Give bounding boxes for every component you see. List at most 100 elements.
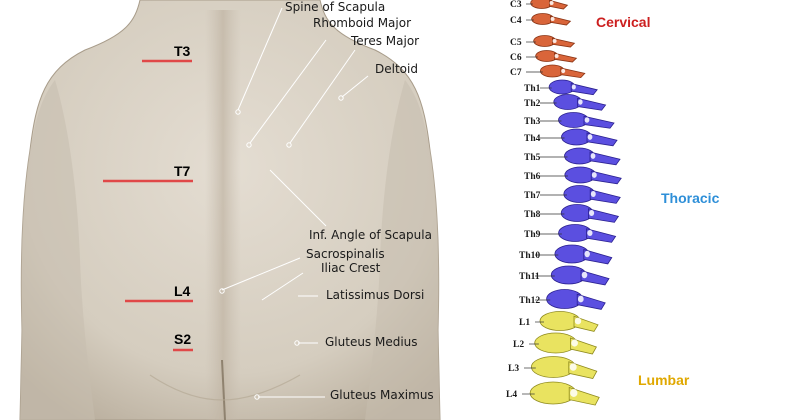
vertebra-l2 bbox=[534, 332, 597, 355]
vertebra-spinous-process bbox=[589, 151, 621, 166]
vertebra-foramen bbox=[587, 229, 593, 237]
vertebra-label-th6: Th6 bbox=[524, 172, 541, 182]
vertebra-foramen bbox=[574, 317, 582, 325]
vertebra-foramen bbox=[590, 153, 596, 159]
label-spine-of-scapula: Spine of Scapula bbox=[285, 0, 385, 14]
level-label-l4: L4 bbox=[174, 283, 191, 299]
vertebra-foramen bbox=[561, 68, 566, 74]
vertebra-c3 bbox=[530, 0, 569, 10]
vertebra-label-c6: C6 bbox=[510, 53, 522, 63]
vertebra-l3 bbox=[531, 356, 598, 380]
vertebra-spinous-process bbox=[550, 15, 572, 26]
vertebra-foramen bbox=[584, 117, 590, 123]
left-arm-shade bbox=[20, 80, 95, 420]
gluteal-fold bbox=[149, 374, 301, 401]
label-latissimus-dorsi: Latissimus Dorsi bbox=[326, 288, 424, 302]
vertebra-spinous-process bbox=[570, 82, 598, 96]
vertebra-foramen bbox=[578, 99, 583, 105]
vertebra-spinous-process bbox=[586, 228, 617, 243]
vertebra-c7 bbox=[540, 64, 586, 79]
vertebra-spinous-process bbox=[549, 0, 569, 10]
vertebra-label-c5: C5 bbox=[510, 38, 522, 48]
vertebra-foramen bbox=[577, 295, 584, 303]
vertebra-spinous-process bbox=[590, 170, 622, 185]
vertebra-th6 bbox=[564, 166, 622, 185]
label-gluteus-medius: Gluteus Medius bbox=[325, 335, 418, 349]
spinal-groove bbox=[205, 10, 241, 420]
spine-bones bbox=[529, 0, 622, 406]
vertebra-spinous-process bbox=[580, 269, 610, 286]
vertebra-label-th3: Th3 bbox=[524, 117, 541, 127]
level-label-t7: T7 bbox=[174, 163, 191, 179]
vertebra-spinous-process bbox=[589, 189, 621, 204]
vertebra-foramen bbox=[589, 209, 595, 217]
vertebra-spinous-process bbox=[577, 97, 607, 111]
leader-lines bbox=[221, 7, 369, 398]
label-sacrospinalis: Sacrospinalis bbox=[306, 247, 385, 261]
vertebra-c4 bbox=[531, 13, 572, 26]
label-rhomboid-major: Rhomboid Major bbox=[313, 16, 411, 30]
vertebra-th5 bbox=[564, 147, 621, 166]
vertebra-label-c7: C7 bbox=[510, 68, 522, 78]
region-label-cervical: Cervical bbox=[596, 14, 650, 30]
vertebra-spinous-process bbox=[583, 248, 613, 265]
vertebra-foramen bbox=[590, 190, 596, 198]
vertebra-th12 bbox=[546, 289, 606, 310]
vertebra-th9 bbox=[558, 224, 617, 243]
vertebra-label-c3: C3 bbox=[510, 0, 522, 10]
vertebra-l4 bbox=[529, 381, 600, 406]
level-markers: T3 T7 L4 S2 bbox=[103, 43, 193, 352]
vertebra-th3 bbox=[558, 112, 615, 129]
vertebra-foramen bbox=[549, 1, 554, 5]
vertebra-th8 bbox=[560, 204, 620, 223]
vertebra-label-th9: Th9 bbox=[524, 230, 541, 240]
vertebra-spinous-process bbox=[560, 67, 586, 79]
vertebra-labels: C3C4C5C6C7Th1Th2Th3Th4Th5Th6Th7Th8Th9Th1… bbox=[506, 0, 568, 400]
vertebra-th1 bbox=[548, 79, 598, 96]
region-labels: Cervical Thoracic Lumbar bbox=[596, 14, 720, 388]
vertebra-th11 bbox=[550, 265, 610, 286]
right-arm-shade bbox=[365, 80, 440, 420]
vertebra-spinous-process bbox=[588, 208, 620, 223]
vertebra-label-th5: Th5 bbox=[524, 153, 541, 163]
vertebra-label-l3: L3 bbox=[508, 364, 519, 374]
vertebra-c6 bbox=[535, 50, 578, 63]
vertebra-foramen bbox=[550, 17, 555, 21]
vertebra-th10 bbox=[554, 244, 613, 265]
region-label-thoracic: Thoracic bbox=[661, 190, 720, 206]
label-gluteus-maximus: Gluteus Maximus bbox=[330, 388, 434, 402]
vertebra-th4 bbox=[561, 128, 618, 147]
vertebra-spinous-process bbox=[586, 132, 618, 147]
label-iliac-crest: Iliac Crest bbox=[321, 261, 381, 275]
back-figure bbox=[19, 0, 441, 420]
region-label-lumbar: Lumbar bbox=[638, 372, 690, 388]
gluteal-cleft bbox=[221, 359, 226, 420]
vertebra-foramen bbox=[552, 39, 557, 43]
muscle-labels: Spine of Scapula Rhomboid Major Teres Ma… bbox=[285, 0, 434, 402]
vertebra-label-th2: Th2 bbox=[524, 99, 541, 109]
vertebra-label-th4: Th4 bbox=[524, 134, 541, 144]
vertebra-foramen bbox=[584, 250, 590, 258]
vertebra-l1 bbox=[539, 311, 599, 332]
vertebra-foramen bbox=[569, 363, 577, 371]
vertebra-label-l4: L4 bbox=[506, 390, 517, 400]
vertebra-label-th11: Th11 bbox=[519, 272, 540, 282]
vertebra-foramen bbox=[581, 271, 588, 279]
vertebra-spinous-process bbox=[583, 115, 615, 129]
label-teres-major: Teres Major bbox=[350, 34, 419, 48]
leader-dots bbox=[219, 95, 344, 400]
vertebra-label-th12: Th12 bbox=[519, 296, 540, 306]
vertebra-foramen bbox=[571, 339, 578, 347]
vertebra-label-l1: L1 bbox=[519, 318, 530, 328]
vertebra-foramen bbox=[570, 389, 578, 397]
level-label-s2: S2 bbox=[174, 331, 191, 347]
vertebra-c5 bbox=[533, 35, 576, 48]
vertebra-spinous-process bbox=[552, 37, 576, 48]
vertebra-label-th7: Th7 bbox=[524, 191, 541, 201]
vertebra-spinous-process bbox=[554, 52, 578, 63]
vertebra-th7 bbox=[563, 185, 621, 204]
vertebra-label-th8: Th8 bbox=[524, 210, 541, 220]
vertebra-foramen bbox=[587, 134, 593, 140]
